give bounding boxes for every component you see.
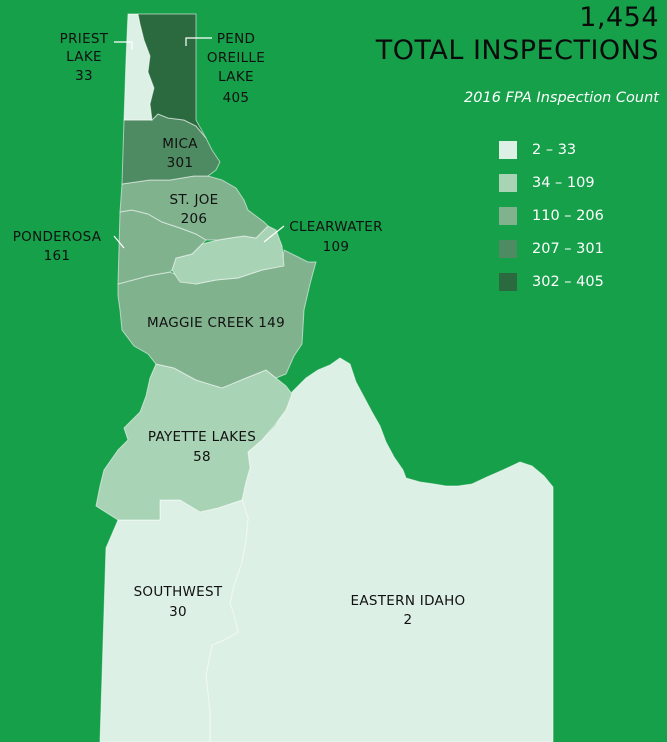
region-pend-oreille-lake[interactable] [137, 13, 207, 139]
label-southwest-name: SOUTHWEST [134, 584, 223, 600]
legend-item: 207 – 301 [499, 232, 604, 265]
legend-label: 34 – 109 [532, 174, 595, 191]
label-clearwater-count: 109 [323, 239, 350, 255]
label-pend-oreille-name-2: OREILLE [207, 50, 265, 66]
label-clearwater-name: CLEARWATER [289, 219, 383, 235]
label-st-joe-name: ST. JOE [169, 192, 218, 208]
total-inspections-title: TOTAL INSPECTIONS [375, 35, 659, 66]
legend-item: 302 – 405 [499, 265, 604, 298]
legend-label: 302 – 405 [532, 273, 604, 290]
label-mica-count: 301 [167, 155, 194, 171]
label-priest-lake-name-2: LAKE [66, 49, 102, 65]
legend-swatch [499, 173, 517, 192]
label-pend-oreille-count: 405 [223, 90, 250, 106]
legend-swatch [499, 272, 517, 291]
legend-label: 2 – 33 [532, 141, 577, 158]
label-eastern-idaho-name: EASTERN IDAHO [351, 593, 466, 609]
label-southwest-count: 30 [169, 604, 187, 620]
label-st-joe-count: 206 [181, 211, 208, 227]
legend-item: 110 – 206 [499, 199, 604, 232]
leader-line-ponderosa [113, 235, 125, 249]
label-maggie-creek: MAGGIE CREEK 149 [147, 315, 285, 331]
legend-item: 34 – 109 [499, 166, 604, 199]
legend-swatch [499, 206, 517, 225]
legend: 2 – 33 34 – 109 110 – 206 207 – 301 302 … [499, 133, 604, 298]
leader-line-priest-lake [114, 41, 133, 50]
label-eastern-idaho-count: 2 [404, 612, 413, 628]
leader-line-clearwater [263, 225, 285, 243]
leader-line-pend-oreille [185, 37, 212, 46]
legend-label: 110 – 206 [532, 207, 604, 224]
legend-item: 2 – 33 [499, 133, 604, 166]
legend-label: 207 – 301 [532, 240, 604, 257]
total-inspections-count: 1,454 [579, 2, 659, 33]
label-payette-lakes-count: 58 [193, 449, 211, 465]
label-payette-lakes-name: PAYETTE LAKES [148, 429, 256, 445]
legend-swatch [499, 239, 517, 258]
legend-title: 2016 FPA Inspection Count [464, 90, 659, 106]
label-pend-oreille-name: PEND [217, 31, 255, 47]
label-priest-lake-count: 33 [75, 68, 93, 84]
label-pend-oreille-name-3: LAKE [218, 69, 254, 85]
label-ponderosa-name: PONDEROSA [13, 229, 102, 245]
label-mica-name: MICA [162, 136, 198, 152]
legend-swatch [499, 140, 517, 159]
label-priest-lake-name: PRIEST [60, 31, 109, 47]
label-ponderosa-count: 161 [44, 248, 71, 264]
